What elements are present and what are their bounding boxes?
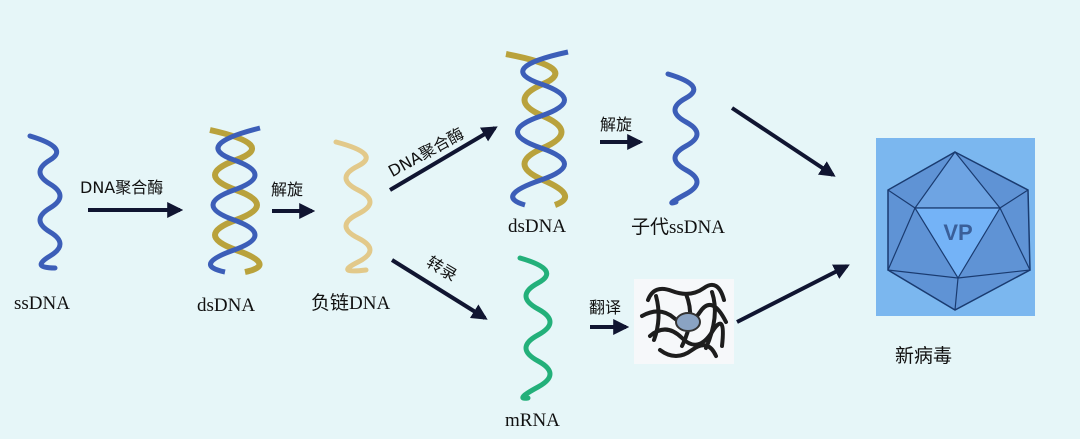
mrna-helix-path <box>517 255 553 401</box>
protein-core-icon <box>675 312 701 332</box>
negative-strand-dna <box>333 139 373 274</box>
label-ssdna: ssDNA <box>14 293 70 314</box>
label-dsdna-2: dsDNA <box>508 216 567 237</box>
label-negative-strand: 负链DNA <box>311 293 391 314</box>
protein-image <box>634 279 734 364</box>
arrows <box>88 106 850 335</box>
mrna-strand <box>517 255 553 401</box>
capsid-edges-right <box>957 189 1031 279</box>
arrow-to-virus-bottom <box>736 264 850 324</box>
arrow-to-virus-top <box>730 106 836 177</box>
negative-strand-helix-path <box>333 139 373 274</box>
dsdna-2-blue-strand <box>510 49 569 208</box>
dsdna-helix-2 <box>505 49 569 208</box>
ssdna-helix-path <box>27 133 63 271</box>
dsdna-helix-1 <box>208 125 263 275</box>
label-arrow-unwind-2: 解旋 <box>600 115 633 134</box>
progeny-ssdna-helix-path <box>665 71 700 206</box>
label-dsdna-1: dsDNA <box>197 295 256 316</box>
dsdna-1-blue-strand <box>208 125 261 275</box>
progeny-ssdna-strand <box>665 71 700 206</box>
capsid-icon: VP <box>876 138 1035 316</box>
label-arrow-translation: 翻译 <box>589 298 622 317</box>
ssdna-strand <box>27 133 63 271</box>
label-mrna: mRNA <box>505 410 560 431</box>
arrow-transcription <box>390 258 488 320</box>
label-arrow-polymerase-1: DNA聚合酶 <box>80 178 164 197</box>
label-arrow-unwind-1: 解旋 <box>271 180 304 199</box>
label-new-virus: 新病毒 <box>895 345 953 367</box>
capsid-face-center <box>913 207 1002 280</box>
arrow-polymerase-2 <box>388 126 498 192</box>
label-progeny-ssdna: 子代ssDNA <box>631 217 725 238</box>
capsid-label: VP <box>943 220 972 245</box>
capsid-edges <box>887 189 959 311</box>
